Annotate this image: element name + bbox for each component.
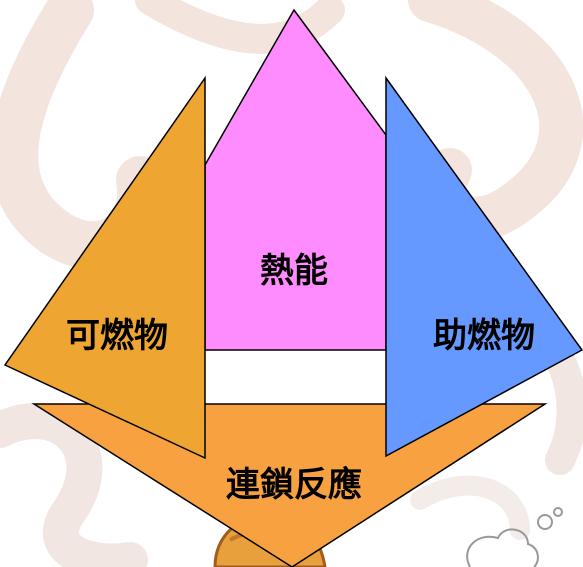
cloud-doodle: [466, 507, 563, 567]
chain-reaction-arrow: [31, 403, 548, 567]
oxidizer-triangle: [385, 75, 583, 458]
heat-label: 熱能: [260, 251, 328, 291]
heat-triangle: [204, 8, 387, 351]
oxidizer-label: 助燃物: [433, 316, 535, 356]
fuel-label: 可燃物: [66, 316, 168, 356]
chain-reaction-label: 連鎖反應: [226, 465, 362, 505]
fuel-triangle: [3, 75, 206, 460]
